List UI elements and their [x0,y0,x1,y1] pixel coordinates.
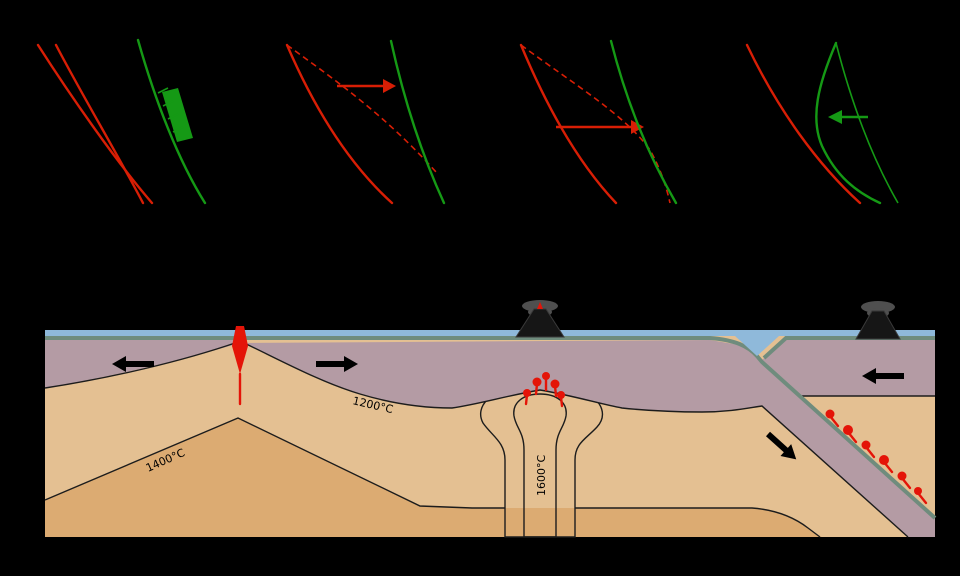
pt-diagram-panel-1 [36,38,207,205]
volcano-vent-lava [537,302,543,309]
isotherm-1200-line-left [44,341,239,389]
solidus-curve-original [835,42,899,204]
solidus-hatch-tick [172,126,184,133]
solidus-curve [609,39,678,205]
hot-mantle-region [45,418,822,537]
hotspot-volcano [515,300,565,338]
melt-droplet [897,471,907,481]
temperature-shift-arrow-head [383,79,396,93]
ridge-magma-body [232,326,248,374]
plate-motion-arrow-left-of-ridge [112,356,154,372]
solidus-hatch-tick [162,100,174,107]
tectonic-cross-section: 1200°C 1400°C 1600°C [44,300,937,538]
pt-diagram-panel-4 [745,41,899,205]
temperature-shift-arrow-head [631,120,644,134]
solidus-hatch-tick [157,87,169,94]
solidus-curve [136,38,207,205]
pt-diagram-panel-3 [519,39,678,205]
geotherm-curve [519,43,618,205]
isotherm-1600-label: 1600°C [535,455,548,496]
melt-droplet [825,409,835,419]
slab-motion-arrow [765,431,797,460]
solidus-curve [389,39,446,205]
melt-droplet [542,372,550,380]
volcano-icon [855,310,901,340]
geotherm-curve [285,43,394,205]
shifted-solidus-curve [815,41,882,205]
melt-droplet [861,440,871,450]
slab-melt-droplets [825,409,928,505]
pt-diagrams-row [36,38,899,205]
solidus-shift-arrow-head [828,110,842,124]
solidus-hatch-tick [167,113,179,120]
overriding-plate-lithosphere [762,340,935,396]
melt-droplet [843,425,853,435]
melt-droplet [557,391,565,399]
volcano-icon [515,308,565,338]
plume-melt-droplets [523,372,565,408]
geotherm-curve-secondary [54,43,145,205]
ocean-layer [45,330,935,356]
melt-droplet [914,487,922,495]
lithosphere-and-subducting-slab [244,340,935,537]
plate-motion-arrow-right-of-ridge [316,356,358,372]
pt-diagram-panel-2 [285,39,446,205]
plume-core-1600 [513,393,567,538]
melt-droplet [523,389,531,397]
arc-volcano [855,301,901,340]
geotherm-curve [745,43,862,205]
shifted-geotherm-curve [286,44,437,173]
melt-droplet [550,379,560,389]
melt-droplet [532,377,542,387]
plate-motion-arrow-overriding-plate [862,368,904,384]
geotherm-curve [36,43,154,205]
isotherm-1400-line [44,417,821,538]
melt-droplet [879,455,889,465]
